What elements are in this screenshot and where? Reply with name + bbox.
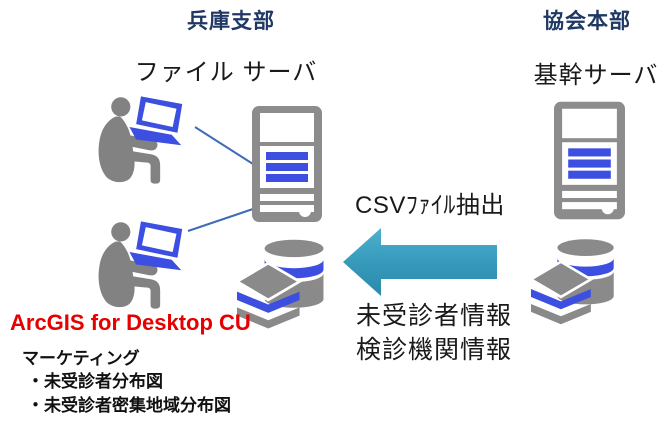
marketing-item: ・未受診者分布図 <box>27 372 163 391</box>
file-server-label: ファイル サーバ <box>134 59 318 86</box>
database-layers-icon <box>531 236 619 335</box>
arcgis-label: ArcGIS for Desktop CU <box>10 310 251 335</box>
file-server-icon <box>252 106 322 222</box>
user-with-laptop-icon <box>92 219 188 311</box>
left-block-arrow-icon <box>343 228 497 296</box>
core-server-label: 基幹サーバ <box>533 62 659 89</box>
csv-extract-label: CSVﾌｧｲﾙ抽出 <box>355 192 505 219</box>
payload-line-1: 未受診者情報 <box>356 302 513 330</box>
connector-user1-server <box>194 126 254 165</box>
payload-line-2: 検診機関情報 <box>356 336 513 364</box>
marketing-item: ・未受診者密集地域分布図 <box>27 396 231 415</box>
user-with-laptop-icon <box>92 94 188 186</box>
headquarters-title: 協会本部 <box>543 10 631 33</box>
marketing-heading: マーケティング <box>22 349 140 368</box>
connector-user2-server <box>187 208 254 232</box>
core-server-icon <box>554 99 625 222</box>
transfer-payload: 未受診者情報 検診機関情報 <box>356 299 512 367</box>
branch-title: 兵庫支部 <box>187 10 275 33</box>
